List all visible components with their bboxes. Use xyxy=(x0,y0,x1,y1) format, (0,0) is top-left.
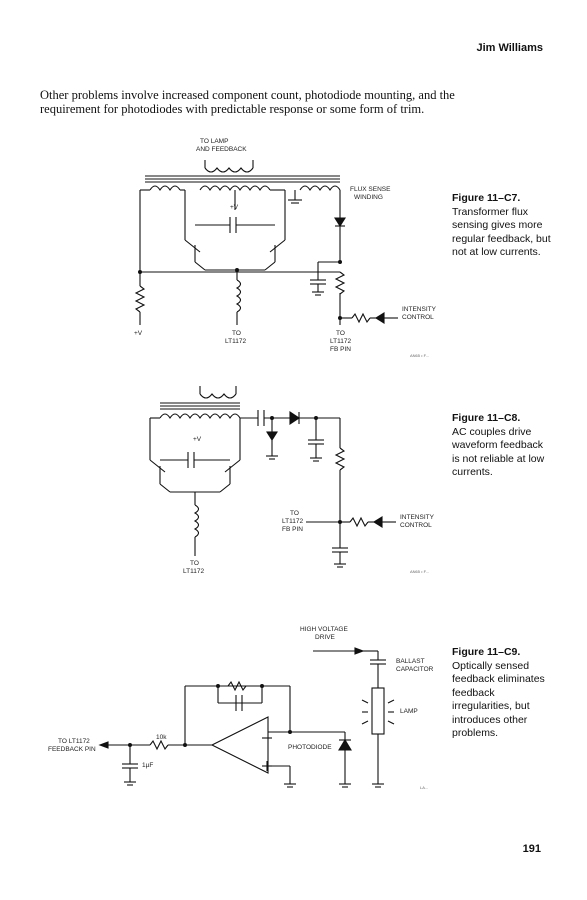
c7-label-to-lamp: TO LAMP xyxy=(200,138,229,145)
c9-label-ballast-a: BALLAST xyxy=(396,658,425,665)
figure-c7-caption-block: Figure 11–C7. Transformer flux sensing g… xyxy=(452,192,552,260)
c7-label-fb-a: TO xyxy=(336,330,345,337)
c7-label-code: AN65 • F... xyxy=(410,353,429,358)
c7-label-flux-sense: FLUX SENSE xyxy=(350,186,391,193)
c7-label-v-plus-left: +V xyxy=(134,330,143,337)
c9-label-to-lt-b: FEEDBACK PIN xyxy=(48,746,96,753)
figure-c8-schematic xyxy=(149,386,396,568)
c9-label-1uf: 1µF xyxy=(142,762,154,769)
c9-label-10k: 10k xyxy=(156,734,167,741)
c7-label-and-feedback: AND FEEDBACK xyxy=(196,146,247,153)
c8-label-to-b: LT1172 xyxy=(183,568,205,575)
c8-label-code: AN65 • F... xyxy=(410,569,429,574)
c7-label-v-plus-inner: +V xyxy=(230,204,239,211)
figure-c8-title: Figure 11–C8. xyxy=(452,412,521,424)
c9-label-code: LA... xyxy=(420,785,429,790)
c8-label-control: CONTROL xyxy=(400,522,432,529)
c7-label-to-a: TO xyxy=(232,330,241,337)
figure-c9-schematic xyxy=(98,647,395,788)
c7-label-fb-b: LT1172 xyxy=(330,338,352,345)
figure-c9-caption-block: Figure 11–C9. Optically sensed feedback … xyxy=(452,646,552,741)
figure-c7-caption: Transformer flux sensing gives more regu… xyxy=(452,205,551,259)
figure-c8-caption-block: Figure 11–C8. AC couples drive waveform … xyxy=(452,412,552,480)
page-number: 191 xyxy=(522,843,541,855)
c7-label-fb-c: FB PIN xyxy=(330,346,351,353)
running-header: Jim Williams xyxy=(476,42,543,54)
c9-label-lamp: LAMP xyxy=(400,708,418,715)
c8-label-intensity: INTENSITY xyxy=(400,514,434,521)
c8-label-fb-a: TO xyxy=(290,510,299,517)
figure-c8-caption: AC couples drive waveform feedback is no… xyxy=(452,425,545,479)
c9-label-photodiode: PHOTODIODE xyxy=(288,744,332,751)
c8-label-fb-b: LT1172 xyxy=(282,518,304,525)
figure-c9-title: Figure 11–C9. xyxy=(452,646,521,658)
c8-label-v-plus: +V xyxy=(193,436,202,443)
figure-c9-caption: Optically sensed feedback eliminates fee… xyxy=(452,659,545,740)
c7-label-intensity: INTENSITY xyxy=(402,306,436,313)
intro-paragraph: Other problems involve increased compone… xyxy=(40,88,455,116)
c9-label-hv-a: HIGH VOLTAGE xyxy=(300,626,348,633)
c8-label-to-a: TO xyxy=(190,560,199,567)
c7-label-to-b: LT1172 xyxy=(225,338,247,345)
figure-c7-title: Figure 11–C7. xyxy=(452,192,521,204)
c9-label-hv-b: DRIVE xyxy=(315,634,335,641)
c7-label-winding: WINDING xyxy=(354,194,383,201)
figure-c7-schematic xyxy=(134,160,398,325)
c7-label-control: CONTROL xyxy=(402,314,434,321)
c8-label-fb-c: FB PIN xyxy=(282,526,303,533)
c9-label-to-lt-a: TO LT1172 xyxy=(58,738,90,745)
c9-label-ballast-b: CAPACITOR xyxy=(396,666,434,673)
